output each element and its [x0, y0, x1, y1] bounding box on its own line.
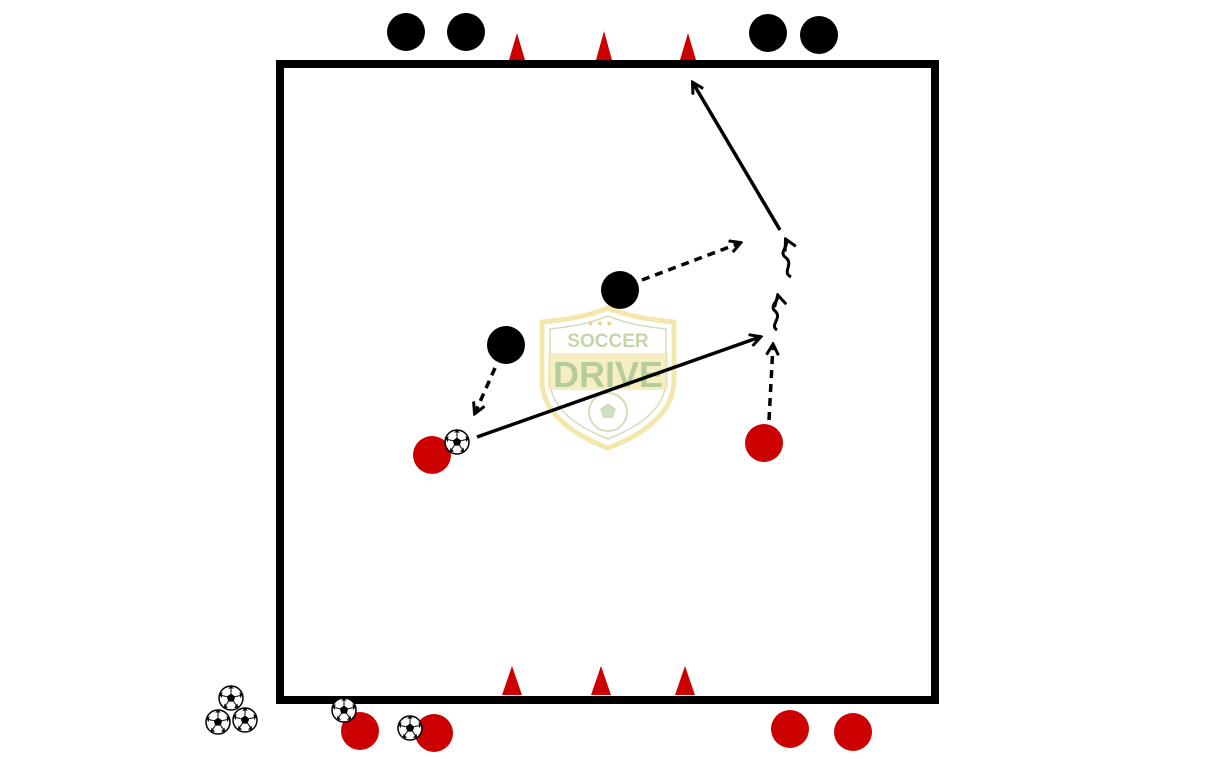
svg-text:★ ★ ★: ★ ★ ★ — [587, 319, 613, 328]
cone-icon — [502, 666, 522, 695]
soccer-ball-icon — [232, 707, 258, 733]
red-player — [834, 713, 872, 751]
pass-arrow — [476, 337, 760, 439]
bottom-goal-cones — [502, 666, 695, 695]
red-player — [415, 714, 453, 752]
soccer-ball-icon — [218, 685, 244, 711]
watermark-line2: DRIVE — [553, 354, 663, 395]
shot-arrow — [693, 83, 782, 231]
soccer-ball-icon — [331, 697, 357, 723]
cone-icon — [680, 33, 696, 60]
cone-icon — [596, 31, 612, 60]
black-team-queue — [387, 13, 838, 54]
run-arrow-runner — [769, 345, 773, 421]
cone-icon — [591, 666, 611, 695]
red-attacker-with-ball — [413, 436, 451, 474]
ball-pile — [205, 685, 258, 735]
red-player — [771, 710, 809, 748]
cone-icon — [509, 33, 525, 60]
soccer-ball-icon — [397, 715, 423, 741]
soccer-ball-icon — [205, 709, 231, 735]
top-goal-cones — [509, 31, 696, 60]
black-defender-2 — [487, 326, 525, 364]
black-player — [800, 16, 838, 54]
cone-icon — [675, 666, 695, 695]
run-arrow-defender-1 — [641, 243, 740, 282]
dribble-arrow — [771, 296, 778, 332]
run-arrow-defender-2 — [475, 367, 497, 413]
red-attacker-runner — [745, 424, 783, 462]
soccer-ball-icon — [444, 429, 470, 455]
field-boundary — [276, 60, 939, 704]
dribble-arrow — [781, 240, 791, 279]
red-team-queue — [341, 710, 872, 752]
black-player — [749, 14, 787, 52]
black-player — [447, 13, 485, 51]
red-player — [341, 712, 379, 750]
watermark-line1: SOCCER — [567, 331, 649, 352]
black-defender-1 — [601, 271, 639, 309]
black-player — [387, 13, 425, 51]
soccer-drive-watermark: ★ ★ ★ SOCCER DRIVE — [539, 305, 677, 451]
